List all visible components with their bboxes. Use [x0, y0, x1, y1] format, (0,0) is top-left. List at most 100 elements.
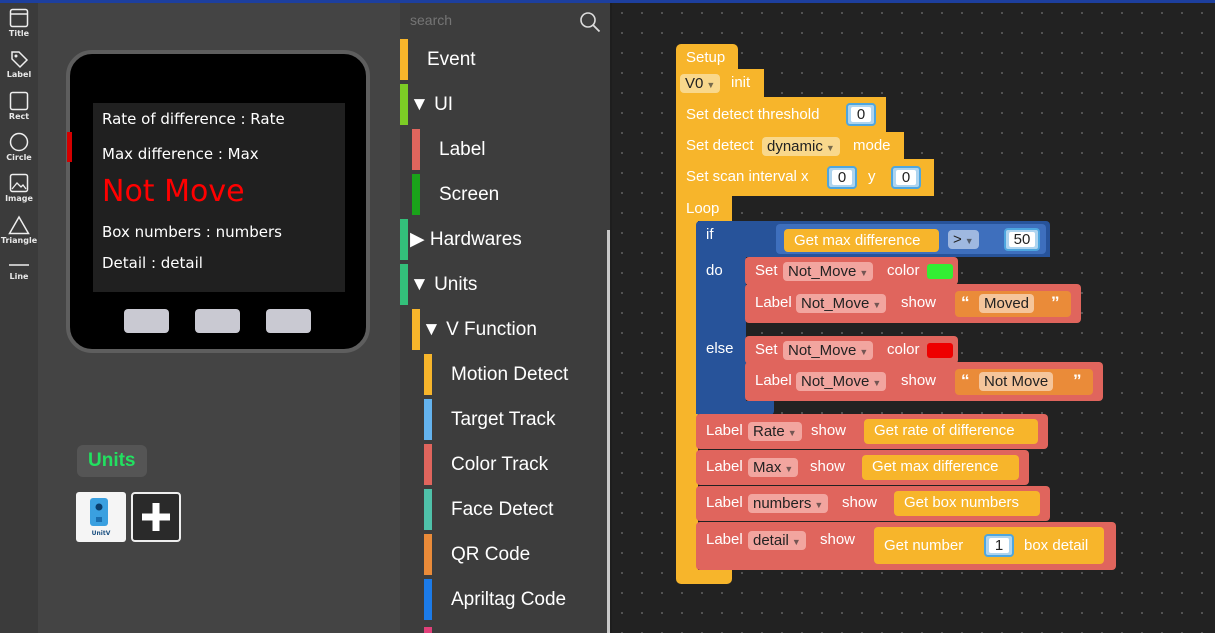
- else-label: else: [706, 340, 734, 357]
- tool-label[interactable]: Label: [0, 49, 38, 79]
- tool-rect[interactable]: Rect: [0, 91, 38, 121]
- category-color-bar: [400, 84, 408, 125]
- label-detail-dropdown[interactable]: detail▼: [748, 531, 806, 550]
- text-block-moved[interactable]: “ Moved ”: [955, 291, 1071, 317]
- chevron-down-icon: ▼: [784, 464, 794, 474]
- toolbox-search-input[interactable]: [410, 12, 570, 28]
- device-button-a[interactable]: [124, 309, 169, 333]
- tool-title[interactable]: Title: [0, 8, 38, 38]
- screen-label-numbers[interactable]: Box numbers : numbers: [102, 223, 282, 241]
- set-color-green-block[interactable]: Set Not_Move▼ color: [745, 257, 958, 285]
- label-detail-block[interactable]: Label detail▼ show Get number 1 box deta…: [696, 522, 1116, 570]
- category-color-bar: [424, 399, 432, 440]
- get-box-numbers-block[interactable]: Get box numbers: [894, 491, 1040, 516]
- not-move-text-field[interactable]: Not Move: [979, 372, 1054, 391]
- device-preview-panel: Rate of difference : Rate Max difference…: [38, 3, 400, 633]
- tool-label-label: Label: [6, 70, 32, 79]
- interval-label: Set scan interval x: [686, 168, 809, 185]
- compare-block[interactable]: Get max difference >▼ 50: [776, 224, 1046, 254]
- label-target-dropdown[interactable]: Not_Move▼: [783, 262, 874, 281]
- circle-icon: [9, 132, 29, 152]
- v0-dropdown[interactable]: V0▼: [680, 74, 721, 93]
- label-word: Label: [755, 294, 792, 311]
- label-show-not-move-block[interactable]: Label Not_Move▼ show “ Not Move ”: [745, 362, 1103, 401]
- device-button-b[interactable]: [195, 309, 240, 333]
- show-label: show: [901, 372, 937, 389]
- setup-block[interactable]: Setup: [676, 44, 738, 70]
- label-numbers-block[interactable]: Label numbers▼ show Get box numbers: [696, 486, 1050, 521]
- tool-circle[interactable]: Circle: [0, 132, 38, 162]
- color-swatch-red[interactable]: [927, 343, 953, 358]
- get-max-difference-block[interactable]: Get max difference: [784, 229, 939, 252]
- rate-value: Rate: [753, 423, 785, 440]
- search-icon[interactable]: [579, 11, 601, 33]
- screen-label-max[interactable]: Max difference : Max: [102, 145, 259, 163]
- set-scan-interval-block[interactable]: Set scan interval x 0 y 0: [676, 159, 934, 196]
- label-target-dropdown[interactable]: Not_Move▼: [796, 294, 887, 313]
- loop-block-header[interactable]: Loop: [676, 195, 732, 221]
- tool-line[interactable]: Line: [0, 259, 38, 281]
- if-block[interactable]: if Get max difference >▼ 50: [696, 221, 1050, 257]
- screen-label-detail[interactable]: Detail : detail: [102, 254, 203, 272]
- setup-label: Setup: [686, 49, 726, 66]
- moved-text-field[interactable]: Moved: [979, 294, 1035, 313]
- close-quote-icon: ”: [1051, 293, 1060, 312]
- threshold-value: 0: [851, 107, 871, 123]
- label-target-dropdown[interactable]: Not_Move▼: [796, 372, 887, 391]
- target-value: Not_Move: [788, 342, 857, 359]
- label-rate-block[interactable]: Label Rate▼ show Get rate of difference: [696, 414, 1048, 449]
- chevron-down-icon: ▼: [872, 378, 882, 388]
- detect-mode-dropdown[interactable]: dynamic▼: [762, 137, 840, 156]
- toolbox-scrollbar[interactable]: [607, 230, 610, 633]
- box-index-value: 1: [989, 538, 1009, 554]
- triangle-icon: [8, 215, 30, 235]
- color-swatch-green[interactable]: [927, 264, 953, 279]
- label-tag-icon: [11, 51, 29, 69]
- operator-dropdown[interactable]: >▼: [948, 230, 979, 249]
- label-show-moved-block[interactable]: Label Not_Move▼ show “ Moved ”: [745, 284, 1081, 323]
- set-color-red-block[interactable]: Set Not_Move▼ color: [745, 336, 958, 364]
- screen-label-not-move[interactable]: Not Move: [102, 174, 245, 209]
- interval-x-input[interactable]: 0: [827, 166, 857, 189]
- block-workspace[interactable]: Setup V0▼ init Set detect threshold 0 Se…: [612, 3, 1215, 633]
- label-max-block[interactable]: Label Max▼ show Get max difference: [696, 450, 1029, 485]
- get-max-difference-block-2[interactable]: Get max difference: [862, 455, 1019, 480]
- plus-icon: [142, 503, 170, 531]
- category-color-bar: [424, 627, 432, 633]
- category-label: Color Track: [451, 454, 549, 475]
- label-rate-dropdown[interactable]: Rate▼: [748, 422, 802, 441]
- label-numbers-dropdown[interactable]: numbers▼: [748, 494, 829, 513]
- category-color-bar: [424, 354, 432, 395]
- tool-image[interactable]: Image: [0, 173, 38, 203]
- set-label: Set: [755, 341, 778, 358]
- loop-label: Loop: [686, 200, 720, 217]
- threshold-input[interactable]: 0: [846, 103, 876, 126]
- set-threshold-block[interactable]: Set detect threshold 0: [676, 97, 886, 133]
- label-max-dropdown[interactable]: Max▼: [748, 458, 799, 477]
- get-rate-label: Get rate of difference: [874, 422, 1015, 439]
- text-block-not-move[interactable]: “ Not Move ”: [955, 369, 1093, 395]
- tool-title-label: Title: [8, 29, 30, 38]
- box-index-input[interactable]: 1: [984, 534, 1014, 557]
- target-value: Not_Move: [801, 295, 870, 312]
- tool-circle-label: Circle: [6, 153, 32, 162]
- label-target-dropdown[interactable]: Not_Move▼: [783, 341, 874, 360]
- chevron-down-icon: ▼: [859, 347, 869, 357]
- unitv-module-icon: UnitV: [90, 498, 111, 537]
- get-number-box-detail-block[interactable]: Get number 1 box detail: [874, 527, 1104, 564]
- v0-init-block[interactable]: V0▼ init: [676, 69, 764, 97]
- tool-triangle[interactable]: Triangle: [0, 215, 38, 245]
- set-detect-mode-block[interactable]: Set detect dynamic▼ mode: [676, 132, 904, 160]
- get-rate-block[interactable]: Get rate of difference: [864, 419, 1038, 444]
- add-unit-button[interactable]: [131, 492, 181, 542]
- category-label: ▼ V Function: [422, 319, 537, 340]
- init-label: init: [731, 74, 751, 91]
- threshold-label: Set detect threshold: [686, 106, 820, 123]
- unit-card-unitv[interactable]: UnitV: [76, 492, 126, 542]
- screen-label-rate[interactable]: Rate of difference : Rate: [102, 110, 285, 128]
- interval-y-input[interactable]: 0: [891, 166, 921, 189]
- compare-value-input[interactable]: 50: [1004, 228, 1040, 251]
- category-color-bar: [424, 534, 432, 575]
- category-label: ▶ Hardwares: [410, 229, 522, 250]
- device-button-c[interactable]: [266, 309, 311, 333]
